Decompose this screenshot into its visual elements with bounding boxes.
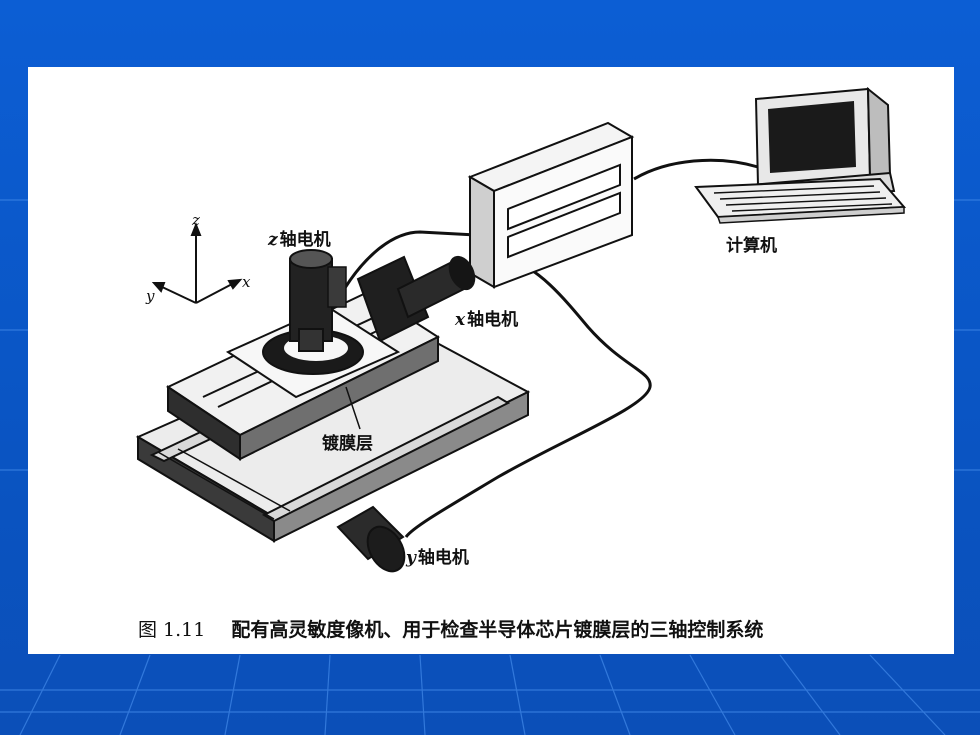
x-motor-text: 轴电机 xyxy=(467,310,519,330)
figure-number: 图 1.11 xyxy=(138,619,206,641)
machine-diagram xyxy=(135,86,907,573)
x-motor-axis-letter: x xyxy=(455,310,466,330)
computer-label: 计算机 xyxy=(726,236,777,256)
y-axis-motor xyxy=(336,505,406,573)
z-axis-motor xyxy=(289,249,347,352)
computer xyxy=(694,86,907,224)
y-motor-text: 轴电机 xyxy=(417,548,469,568)
z-motor-text: 轴电机 xyxy=(279,230,331,250)
figure-caption: 图 1.11 配有高灵敏度像机、用于检查半导体芯片镀膜层的三轴控制系统 xyxy=(138,615,763,642)
x-axis-label: x xyxy=(242,273,251,291)
y-axis-label: y xyxy=(146,287,155,305)
z-axis-label: z xyxy=(192,211,200,229)
controller-box xyxy=(467,121,635,289)
figure-caption-text: 配有高灵敏度像机、用于检查半导体芯片镀膜层的三轴控制系统 xyxy=(231,619,764,641)
coating-layer-label: 镀膜层 xyxy=(322,434,373,454)
coordinate-axes xyxy=(151,222,243,304)
z-motor-axis-letter: z xyxy=(268,230,278,250)
y-motor-axis-letter: y xyxy=(406,548,416,568)
